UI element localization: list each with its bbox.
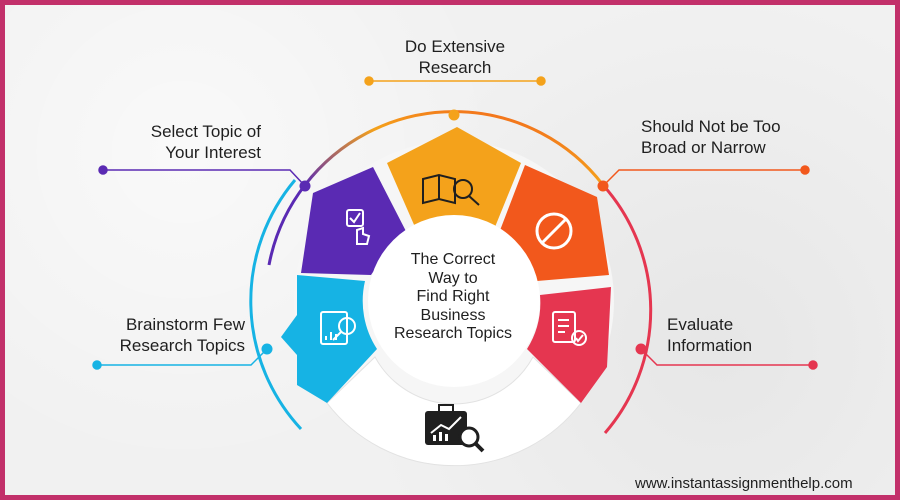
outer-arc-left-top <box>267 184 307 266</box>
petal-cyan-arrow <box>281 315 297 355</box>
center-disc <box>368 215 540 387</box>
step-label-broad-narrow: Should Not be Too Broad or Narrow <box>641 117 781 157</box>
clipboard-check-icon <box>552 311 587 346</box>
step-label-evaluate: Evaluate Information <box>667 315 753 355</box>
cycle-diagram <box>92 76 818 467</box>
leader-orange <box>602 165 810 187</box>
leader-cyan <box>92 348 268 370</box>
outer-arc-left <box>249 179 303 431</box>
petal-yellow <box>387 127 521 227</box>
petal-purple-arrow <box>313 193 335 229</box>
leader-purple <box>98 165 306 187</box>
step-label-extensive-research: Do Extensive Research <box>404 37 506 77</box>
petal-purple <box>301 167 411 275</box>
step-label-brainstorm: Brainstorm Few Research Topics <box>119 315 245 355</box>
outer-arc-right <box>601 184 653 434</box>
document-magnifier-icon <box>320 311 356 345</box>
website-url: www.instantassignmenthelp.com <box>635 475 853 492</box>
briefcase-growth-icon <box>425 404 485 453</box>
no-sign-icon <box>535 212 573 250</box>
arc-dot-yellow <box>448 109 460 121</box>
leader-yellow <box>364 76 546 86</box>
leader-red <box>640 348 818 370</box>
center-title: The Correct Way to Find Right Business R… <box>394 251 512 342</box>
petal-orange <box>499 165 609 281</box>
petal-red <box>527 287 611 403</box>
book-magnifier-icon <box>422 173 480 206</box>
step-label-select-topic: Select Topic of Your Interest <box>150 122 261 162</box>
checklist-hand-icon <box>346 209 371 245</box>
